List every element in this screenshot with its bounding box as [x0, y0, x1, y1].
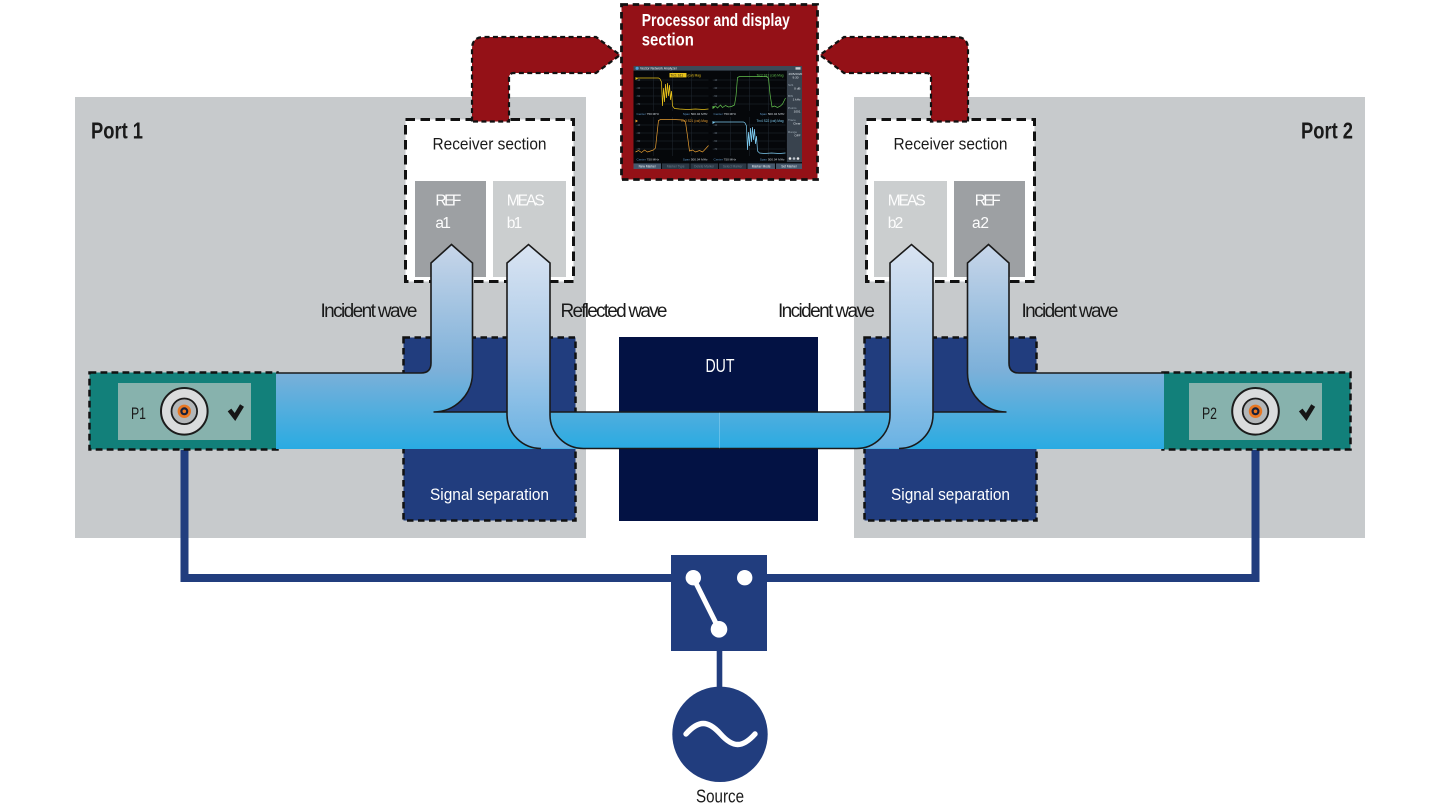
svg-text:DUT: DUT [706, 355, 735, 376]
svg-text:-10: -10 [714, 78, 718, 82]
svg-text:Receiver section: Receiver section [894, 135, 1008, 154]
svg-text:9:30: 9:30 [793, 76, 799, 80]
svg-text:section: section [642, 30, 694, 50]
svg-text:b1: b1 [507, 215, 523, 232]
svg-text:Delete Marker: Delete Marker [694, 164, 715, 168]
svg-text:Span 500.04 MHz: Span 500.04 MHz [760, 158, 785, 162]
svg-text:OFF: OFF [794, 134, 800, 138]
svg-text:Trc3 S21 (cal) Mag: Trc3 S21 (cal) Mag [681, 119, 708, 123]
svg-text:-10: -10 [637, 78, 641, 82]
svg-text:MEAS: MEAS [507, 193, 545, 210]
svg-text:-50: -50 [714, 94, 718, 98]
svg-text:-70: -70 [637, 147, 641, 151]
svg-text:Range: Range [788, 130, 797, 134]
svg-text:BW: BW [788, 94, 793, 98]
svg-text:1 kHz: 1 kHz [793, 98, 801, 102]
svg-text:-30: -30 [637, 86, 641, 90]
svg-text:Incident wave: Incident wave [321, 301, 418, 322]
svg-text:Receiver section: Receiver section [433, 135, 547, 154]
svg-text:REF: REF [975, 193, 1001, 210]
svg-text:Points: Points [788, 106, 797, 110]
svg-text:-10: -10 [637, 123, 641, 127]
svg-text:-70: -70 [714, 102, 718, 106]
svg-text:-30: -30 [714, 86, 718, 90]
svg-text:-50: -50 [637, 139, 641, 143]
svg-text:-50: -50 [637, 94, 641, 98]
svg-text:P1: P1 [131, 405, 146, 423]
svg-text:Source: Source [696, 787, 744, 807]
svg-text:Trc1 S11: Trc1 S11 [671, 74, 684, 78]
svg-text:New Marker: New Marker [639, 164, 657, 168]
svg-text:MEAS: MEAS [888, 193, 926, 210]
svg-text:Port 1: Port 1 [91, 118, 143, 144]
svg-text:Trc4 S22 (cal) Mag: Trc4 S22 (cal) Mag [757, 119, 784, 123]
svg-text:Center 750 MHz: Center 750 MHz [714, 112, 737, 116]
svg-text:Center 750 MHz: Center 750 MHz [714, 158, 737, 162]
svg-text:Trace: Trace [788, 118, 796, 122]
svg-text:-70: -70 [714, 147, 718, 151]
svg-text:REF: REF [435, 193, 461, 210]
svg-text:Marker Mode: Marker Mode [752, 164, 771, 168]
svg-text:Span 500.04 MHz: Span 500.04 MHz [760, 112, 785, 116]
svg-text:Port 2: Port 2 [1301, 118, 1353, 144]
svg-text:-50: -50 [714, 139, 718, 143]
svg-text:0 dB: 0 dB [794, 87, 800, 91]
svg-text:b2: b2 [888, 215, 904, 232]
svg-text:Trc2 S12 (cal) Mag: Trc2 S12 (cal) Mag [757, 74, 784, 78]
svg-text:Select Marker: Select Marker [723, 164, 744, 168]
svg-text:Signal separation: Signal separation [430, 485, 549, 504]
svg-text:Incident wave: Incident wave [1022, 301, 1119, 322]
svg-text:Marker Type: Marker Type [667, 164, 685, 168]
svg-text:S21: S21 [788, 83, 794, 87]
svg-text:P2: P2 [1202, 405, 1217, 423]
svg-text:a1: a1 [435, 215, 451, 232]
svg-text:Vector Network Analyzer: Vector Network Analyzer [640, 67, 678, 71]
svg-text:Incident wave: Incident wave [778, 301, 875, 322]
svg-text:Signal separation: Signal separation [891, 485, 1010, 504]
svg-text:1001: 1001 [794, 110, 801, 114]
svg-text:-70: -70 [637, 102, 641, 106]
svg-text:Span 500.04 MHz: Span 500.04 MHz [683, 112, 708, 116]
svg-text:a2: a2 [972, 215, 989, 232]
svg-text:(cal) Mag: (cal) Mag [688, 74, 702, 78]
svg-text:Span 500.04 MHz: Span 500.04 MHz [683, 158, 708, 162]
svg-text:-10: -10 [714, 123, 718, 127]
svg-text:Reflected wave: Reflected wave [561, 301, 668, 322]
svg-text:Clear: Clear [793, 122, 800, 126]
svg-text:Center 750 MHz: Center 750 MHz [637, 158, 660, 162]
svg-text:Center 750 MHz: Center 750 MHz [637, 112, 660, 116]
svg-text:-30: -30 [714, 131, 718, 135]
svg-text:26/5/2020: 26/5/2020 [789, 72, 803, 76]
svg-text:-30: -30 [637, 131, 641, 135]
svg-text:Processor and display: Processor and display [642, 10, 790, 30]
svg-text:Set Marker: Set Marker [781, 164, 798, 168]
